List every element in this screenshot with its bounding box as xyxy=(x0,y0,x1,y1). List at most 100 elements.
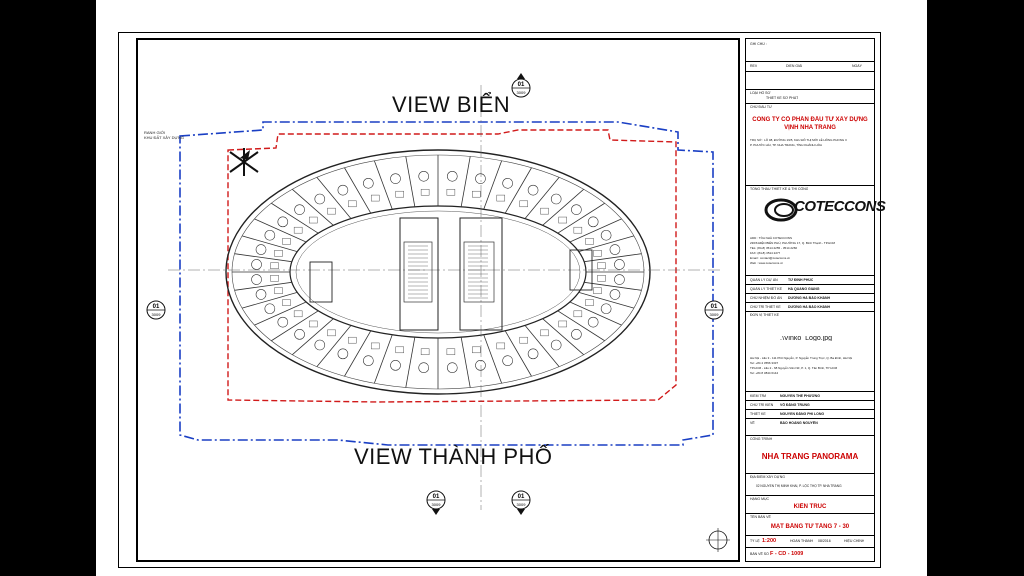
consultant-logo: .\Vinko_Logo.jpg xyxy=(780,336,833,341)
unit-fixture xyxy=(277,316,289,328)
unit-fixture xyxy=(363,355,374,366)
unit-fixture xyxy=(502,355,513,366)
unit-room xyxy=(420,188,430,196)
unit-wall xyxy=(584,253,642,263)
revision-header: GHI CHÚ : xyxy=(750,42,767,46)
unit-wall xyxy=(460,156,471,207)
drawing-frame xyxy=(118,32,881,568)
unit-fixture xyxy=(550,193,562,205)
unit-room xyxy=(348,336,357,344)
section-marker-bottom-2: 01 3009 xyxy=(511,490,531,515)
unit-wall xyxy=(460,337,471,388)
unit-room xyxy=(309,320,318,328)
unit-fixture xyxy=(264,303,276,315)
apartment-units xyxy=(232,155,644,389)
unit-wall xyxy=(271,202,319,234)
unit-fixture xyxy=(418,362,430,374)
unit-wall xyxy=(292,318,334,356)
unit-wall xyxy=(542,318,584,356)
unit-room xyxy=(446,188,456,196)
unit-fixture xyxy=(294,329,305,340)
unit-room xyxy=(519,200,528,208)
unit-room xyxy=(420,348,430,356)
site-boundary-blue xyxy=(179,121,714,446)
drawing-sheet xyxy=(96,0,927,576)
unit-fixture xyxy=(571,329,582,340)
unit-wall xyxy=(271,310,319,342)
unit-fixture xyxy=(390,173,401,184)
unit-room xyxy=(327,207,336,215)
unit-room xyxy=(348,200,357,208)
unit-wall xyxy=(557,202,605,234)
unit-fixture xyxy=(264,229,276,241)
section-marker-left: 01 3009 xyxy=(146,300,166,320)
unit-room xyxy=(282,238,291,245)
unit-room xyxy=(472,346,481,354)
svg-text:3009: 3009 xyxy=(710,312,720,317)
unit-room xyxy=(472,190,481,198)
unit-fixture xyxy=(600,303,612,315)
unit-wall xyxy=(316,325,352,367)
podium-boundary-red xyxy=(227,129,677,403)
svg-text:KHU ĐẤT XÂY DỰNG: KHU ĐẤT XÂY DỰNG xyxy=(144,135,184,140)
unit-wall xyxy=(241,292,298,309)
owner-address-2: P. PHƯỚC HẢI, TP. NHA TRANG, TỈNH KHÁNH … xyxy=(750,143,823,147)
unit-wall xyxy=(292,188,334,226)
unit-wall xyxy=(254,301,307,326)
sheet-title: MẶT BẰNG TỪ TẦNG 7 - 30 xyxy=(770,524,850,530)
unit-fixture xyxy=(337,348,349,360)
unit-fixture xyxy=(446,362,458,374)
unit-fixture xyxy=(614,274,625,285)
unit-wall xyxy=(344,167,372,214)
unit-room xyxy=(270,262,279,269)
unit-room xyxy=(540,329,549,337)
unit-fixture xyxy=(527,348,539,360)
section-marker-top: 01 3009 xyxy=(511,73,531,98)
svg-text:3009: 3009 xyxy=(152,312,162,317)
unit-room xyxy=(558,320,567,328)
unit-wall xyxy=(241,235,298,252)
unit-wall xyxy=(524,325,560,367)
unit-wall xyxy=(542,188,584,226)
section-marker-bottom: 01 3009 xyxy=(426,490,446,515)
title-block: GHI CHÚ : REV DIỄN GIẢI NGÀY LOẠI HỒ SƠ … xyxy=(745,38,886,562)
unit-fixture xyxy=(587,316,599,328)
unit-fixture xyxy=(587,216,599,228)
unit-room xyxy=(597,275,606,282)
unit-fixture xyxy=(390,360,401,371)
unit-room xyxy=(270,275,279,282)
svg-text:3009: 3009 xyxy=(517,502,527,507)
unit-fixture xyxy=(502,178,513,189)
stair-right xyxy=(569,249,593,291)
compass-icon xyxy=(706,528,730,552)
unit-fixture xyxy=(550,339,562,351)
unit-room xyxy=(597,262,606,269)
unit-room xyxy=(496,194,506,202)
floor-plan-drawing: RANH GIỚI KHU ĐẤT XÂY DỰNG 01 3009 01 30… xyxy=(144,73,730,552)
unit-fixture xyxy=(314,339,326,351)
unit-room xyxy=(573,310,583,318)
unit-wall xyxy=(254,218,307,243)
unit-fixture xyxy=(418,170,430,182)
unit-wall xyxy=(578,235,635,252)
unit-fixture xyxy=(255,244,267,255)
unit-room xyxy=(395,190,404,198)
issue-label: LOẠI HỒ SƠ xyxy=(750,91,771,95)
unit-room xyxy=(496,342,506,350)
unit-wall xyxy=(234,253,292,263)
svg-text:01: 01 xyxy=(433,494,440,500)
unit-wall xyxy=(483,334,503,384)
view-city-label: VIEW THÀNH PHỐ xyxy=(354,444,553,469)
unit-room xyxy=(395,346,404,354)
unit-fixture xyxy=(294,204,305,215)
unit-room xyxy=(282,299,291,306)
unit-fixture xyxy=(571,204,582,215)
unit-room xyxy=(593,250,602,257)
unit-wall xyxy=(483,160,503,210)
owner-address-1: TRỤ SỞ : LÔ 08, ĐƯỜNG 19/5, KHU ĐÔ THỊ M… xyxy=(750,138,847,142)
unit-room xyxy=(327,329,336,337)
svg-text:3009: 3009 xyxy=(517,90,527,95)
unit-fixture xyxy=(314,193,326,205)
unit-wall xyxy=(569,301,622,326)
issue-value: THIẾT KẾ SƠ PHÁT xyxy=(766,96,799,100)
